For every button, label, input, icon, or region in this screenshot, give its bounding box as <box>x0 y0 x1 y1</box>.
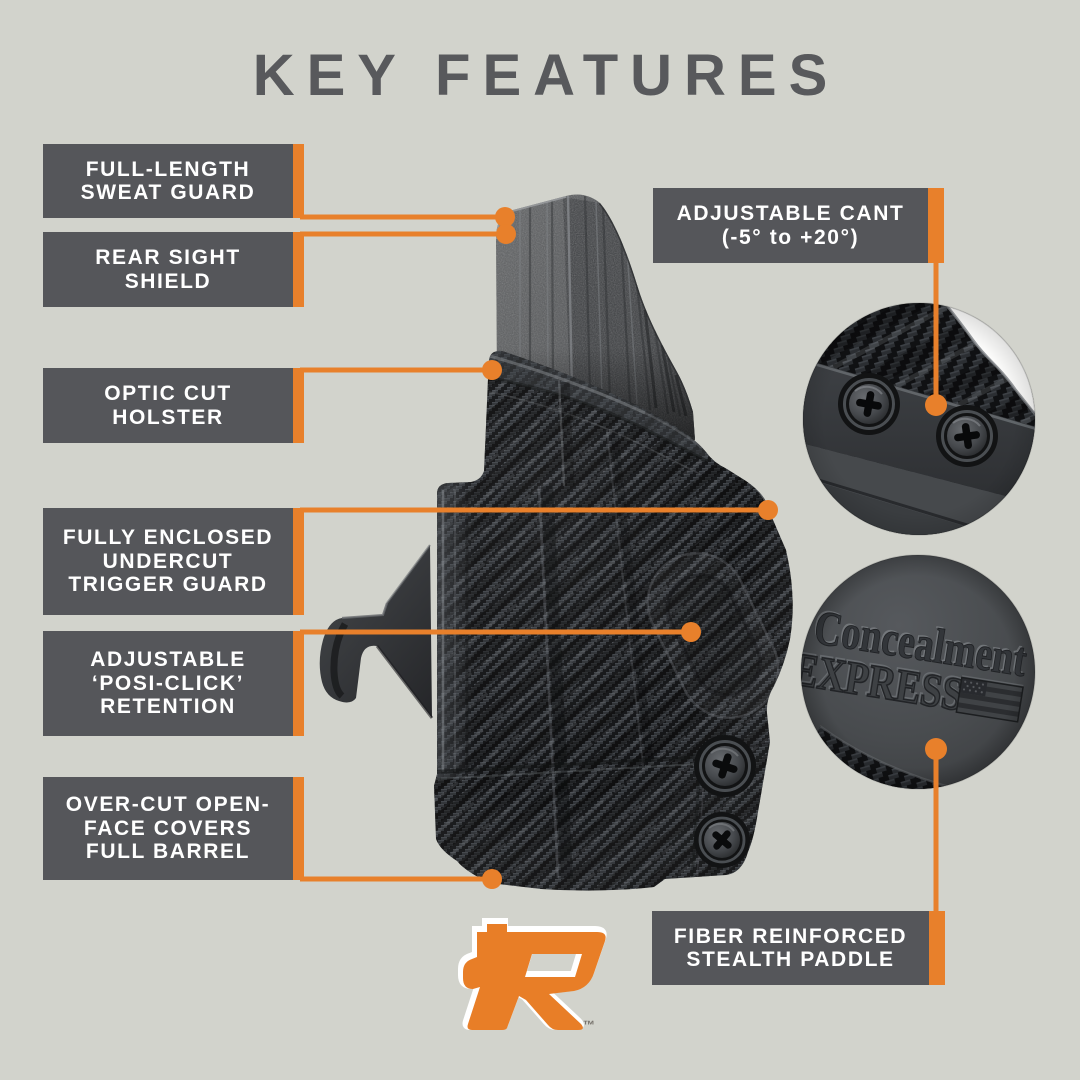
logo-r-mark <box>463 924 606 1030</box>
callout-dot <box>758 500 778 520</box>
screw-icon <box>694 735 756 797</box>
callout-accent-bar <box>929 911 945 985</box>
inset-detail-paddle-logo: Concealment Concealment EXPRESS EXPRESS <box>800 554 1036 790</box>
callout-posi-click-retention: ADJUSTABLE ‘POSI-CLICK’ RETENTION <box>43 631 304 736</box>
callout-label: FIBER REINFORCED STEALTH PADDLE <box>673 924 908 972</box>
callout-dot <box>495 207 515 227</box>
callout-label: OPTIC CUT HOLSTER <box>104 382 232 429</box>
callout-over-cut-open-face: OVER-CUT OPEN- FACE COVERS FULL BARREL <box>43 777 304 880</box>
callout-full-length-sweat-guard: FULL-LENGTH SWEAT GUARD <box>43 144 304 218</box>
holster-body <box>434 350 793 891</box>
callout-dots <box>482 207 778 889</box>
callout-dot <box>925 738 947 760</box>
callout-accent-bar <box>293 508 304 615</box>
callout-accent-bar <box>293 144 304 218</box>
callout-dot <box>482 360 502 380</box>
callout-label: FULL-LENGTH SWEAT GUARD <box>80 157 256 205</box>
callout-accent-bar <box>928 188 944 263</box>
page-title: KEY FEATURES <box>252 43 840 108</box>
callout-label: REAR SIGHT SHIELD <box>95 246 241 293</box>
callout-label: ADJUSTABLE ‘POSI-CLICK’ RETENTION <box>90 648 246 719</box>
callout-accent-bar <box>293 232 304 307</box>
callout-dot <box>496 224 516 244</box>
callout-label: OVER-CUT OPEN- FACE COVERS FULL BARREL <box>65 793 271 864</box>
screw-icon <box>694 812 750 868</box>
callout-label: FULLY ENCLOSED UNDERCUT TRIGGER GUARD <box>62 526 274 597</box>
callout-adjustable-cant: ADJUSTABLE CANT (-5° to +20°) <box>653 188 944 263</box>
logo-trademark: ™ <box>583 1018 595 1032</box>
callout-dot <box>925 394 947 416</box>
callout-dot <box>482 869 502 889</box>
brand-logo: ™ <box>458 918 607 1032</box>
callout-accent-bar <box>293 777 304 880</box>
callout-accent-bar <box>293 631 304 736</box>
callout-label: ADJUSTABLE CANT (-5° to +20°) <box>676 202 905 249</box>
callout-stealth-paddle: FIBER REINFORCED STEALTH PADDLE <box>652 911 945 985</box>
callout-rear-sight-shield: REAR SIGHT SHIELD <box>43 232 304 307</box>
callout-undercut-trigger-guard: FULLY ENCLOSED UNDERCUT TRIGGER GUARD <box>43 508 304 615</box>
retention-screws <box>694 735 756 868</box>
holster-photo <box>300 194 793 891</box>
callout-optic-cut-holster: OPTIC CUT HOLSTER <box>43 368 304 443</box>
callout-dot <box>681 622 701 642</box>
callout-accent-bar <box>293 368 304 443</box>
callout-connectors <box>300 214 768 882</box>
